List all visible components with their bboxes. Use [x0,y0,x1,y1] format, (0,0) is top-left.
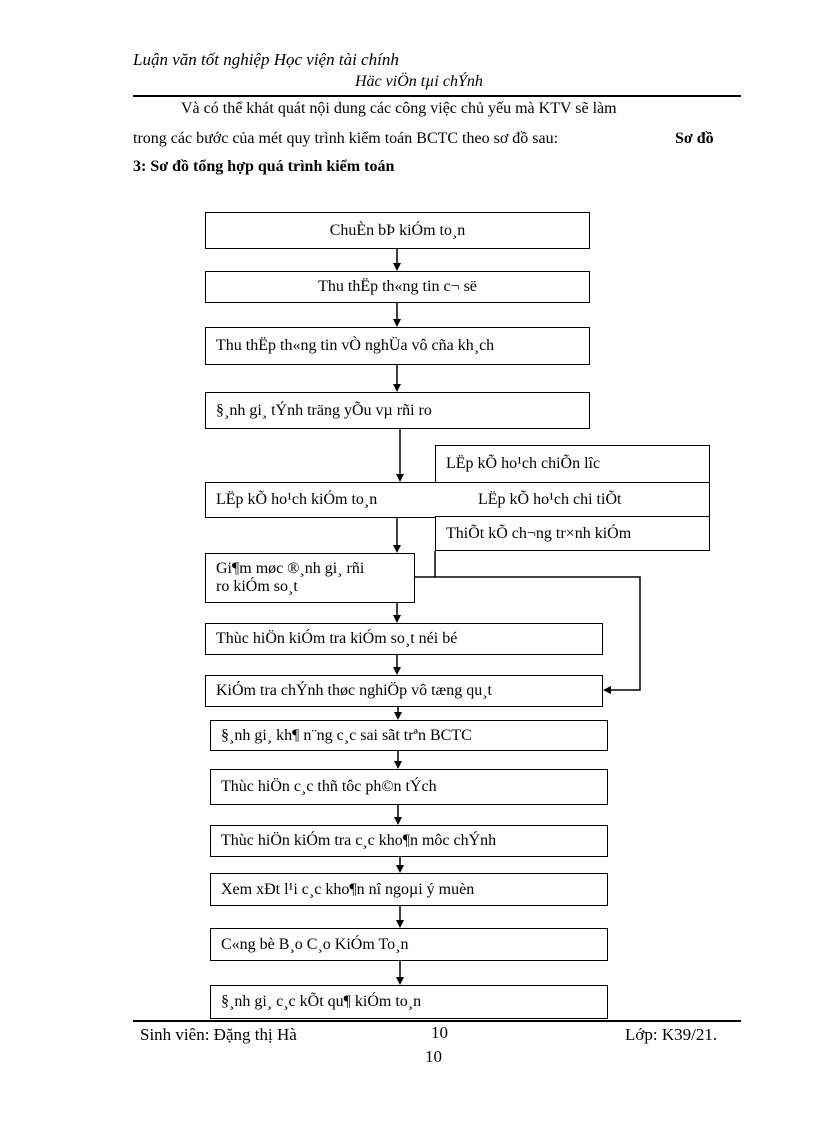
running-header: Luận văn tốt nghiệp Học viện tài chính [133,50,399,69]
flow-step-audit-plan: LËp kÕ ho¹ch kiÓm to¸n [205,482,710,518]
flow-step-analytics: Thùc hiÖn c¸c thñ tôc ph©n tÝch [210,769,608,805]
flow-step-contingencies: Xem xÐt l¹i c¸c kho¶n nî ngoµi ý muèn [210,873,608,906]
footer-class: Lớp: K39/21. [625,1025,718,1044]
intro-line-1: Và có thể khát quát nội dung các công vi… [181,100,617,117]
header-rule [133,95,741,97]
figure-caption-b: 3: Sơ đồ tổng hợp quá trình kiểm toán [133,158,395,175]
flow-step-internal-control-test: Thùc hiÖn kiÓm tra kiÓm so¸t néi bé [205,623,603,655]
flow-step-misstatement-eval: §¸nh gi¸ kh¶ n¨ng c¸c sai sãt trªn BCTC [210,720,608,751]
intro-line-2: trong các bước của mét quy trình kiểm to… [133,130,559,147]
plan-program-design: ThiÕt kÕ ch­¬ng tr×nh kiÓm [435,516,710,551]
plan-detailed: LËp kÕ ho¹ch chi tiÕt [478,491,622,508]
footer-page-number: 10 [431,1023,448,1042]
plan-strategic: LËp kÕ ho¹ch chiÕn l­îc [435,445,710,483]
flow-step-materiality-risk: §¸nh gi¸ tÝnh träng yÕu vµ rñi ro [205,392,590,429]
flow-step-evaluate-results: §¸nh gi¸ c¸c kÕt qu¶ kiÓm to¸n [210,985,608,1019]
footer-page-number-dup: 10 [425,1047,442,1066]
flow-step-prepare: ChuÈn bÞ kiÓm to¸n [205,212,590,249]
flow-step-basic-info: Thu thËp th«ng tin c¬ së [205,271,590,303]
figure-caption-a: Sơ đồ [675,130,714,147]
flow-step-main-accounts: Thùc hiÖn kiÓm tra c¸c kho¶n môc chÝnh [210,825,608,857]
footer-student: Sinh viên: Đặng thị Hà [140,1025,297,1044]
flow-step-reduce-control-risk: Gi¶m møc ®¸nh gi¸ rñi ro kiÓm so¸t [205,553,415,603]
flow-step-publish-report: C«ng bè B¸o C¸o KiÓm To¸n [210,928,608,961]
running-header-garbled: Häc viÖn tµi chÝnh [355,73,483,90]
flow-step-transaction-test: KiÓm tra chÝnh thøc nghiÖp vô tæng qu¸t [205,675,603,707]
footer-rule [133,1020,741,1022]
flow-step-obligations-info: Thu thËp th«ng tin vÒ nghÜa vô cña kh¸ch [205,327,590,365]
